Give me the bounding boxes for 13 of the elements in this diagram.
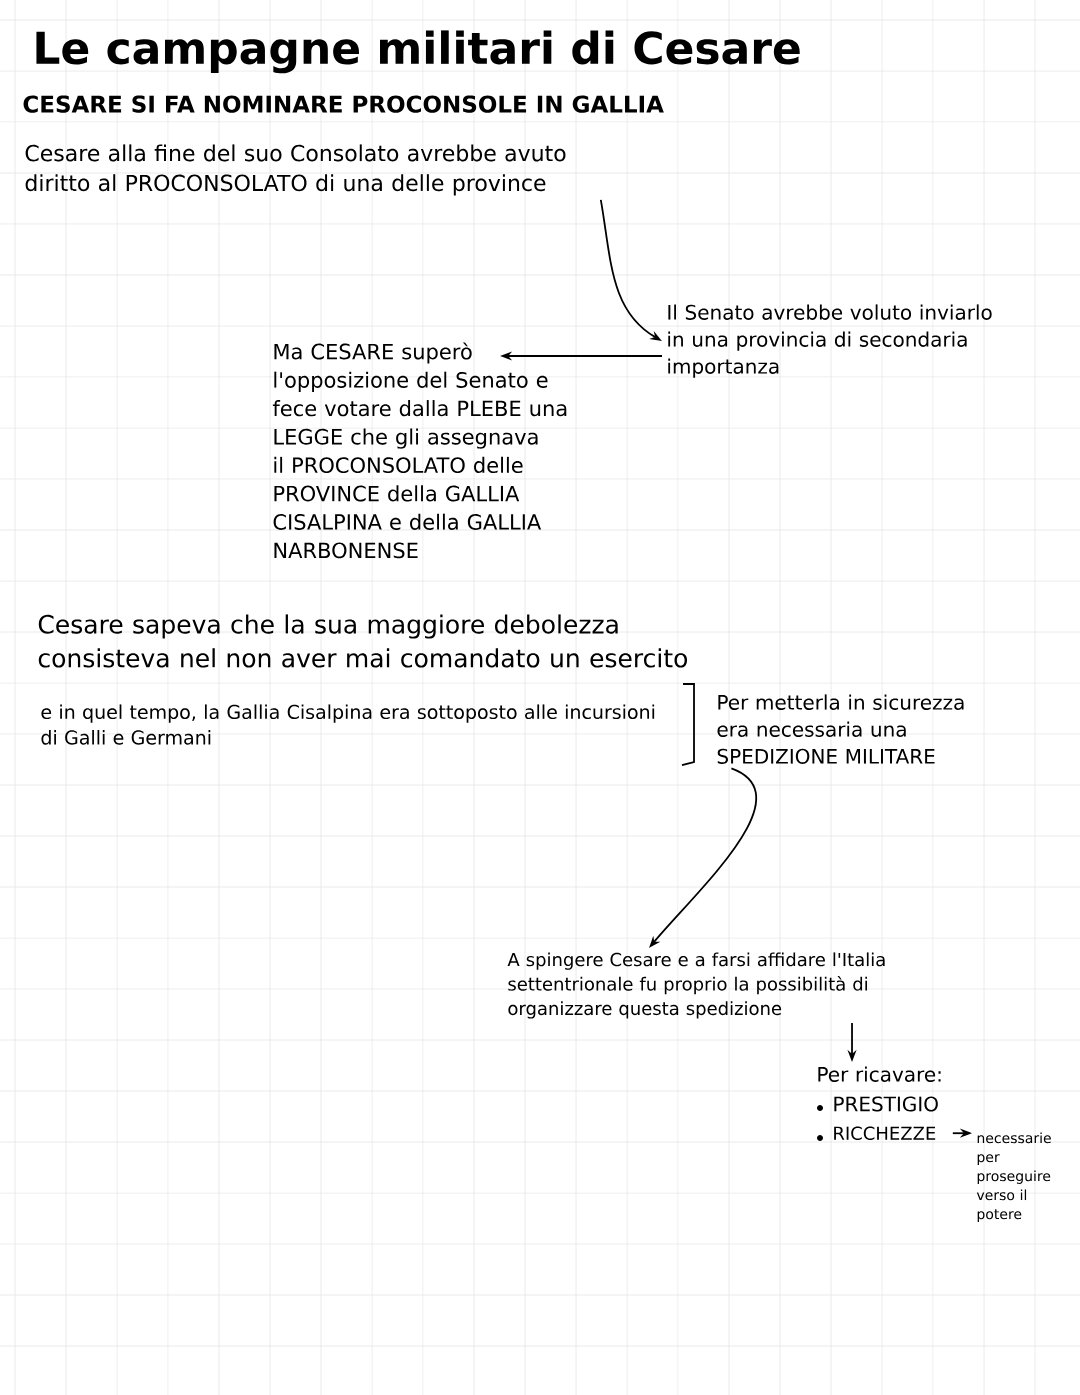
note-text: A spingere Cesare e a farsi affidare l'Italia settentrionale fu proprio la possibilità di organizzare questa spedizione xyxy=(507,952,885,1019)
note-text: e in quel tempo, la Gallia Cisalpina era sottoposto alle incursioni di Galli e Germani xyxy=(41,704,655,745)
note-text: Per ricavare: xyxy=(818,1066,941,1082)
note-text: PRESTIGIO xyxy=(834,1096,938,1112)
note-text: necessarie per proseguire verso il potere xyxy=(976,1132,1051,1222)
page-title: Le campagne militari di Cesare xyxy=(36,30,800,74)
note-text: Ma CESARE superò l'opposizione del Senato e fece votare dalla PLEBE una LEGGE che gli assegnava il PROCONSOLATO delle PROVINCE della GALLIA CISALPINA e della GALLIA NARBONENSE xyxy=(272,342,567,559)
subtitle: CESARE SI FA NOMINARE PROCONSOLE IN GALLIA xyxy=(23,95,664,113)
note-text: Il Senato avrebbe voluto inviarlo in una provincia di secondaria importanza xyxy=(668,304,992,378)
note-text: Cesare sapeva che la sua maggiore debolezza consisteva nel non aver mai comandato un esercito xyxy=(38,614,688,668)
note-text: Per metterla in sicurezza era necessaria una SPEDIZIONE MILITARE xyxy=(717,694,964,764)
note-text: Cesare alla fine del suo Consolato avrebbe avuto diritto al PROCONSOLATO di una delle province xyxy=(25,144,566,196)
note-text: RICCHEZZE xyxy=(834,1126,936,1140)
